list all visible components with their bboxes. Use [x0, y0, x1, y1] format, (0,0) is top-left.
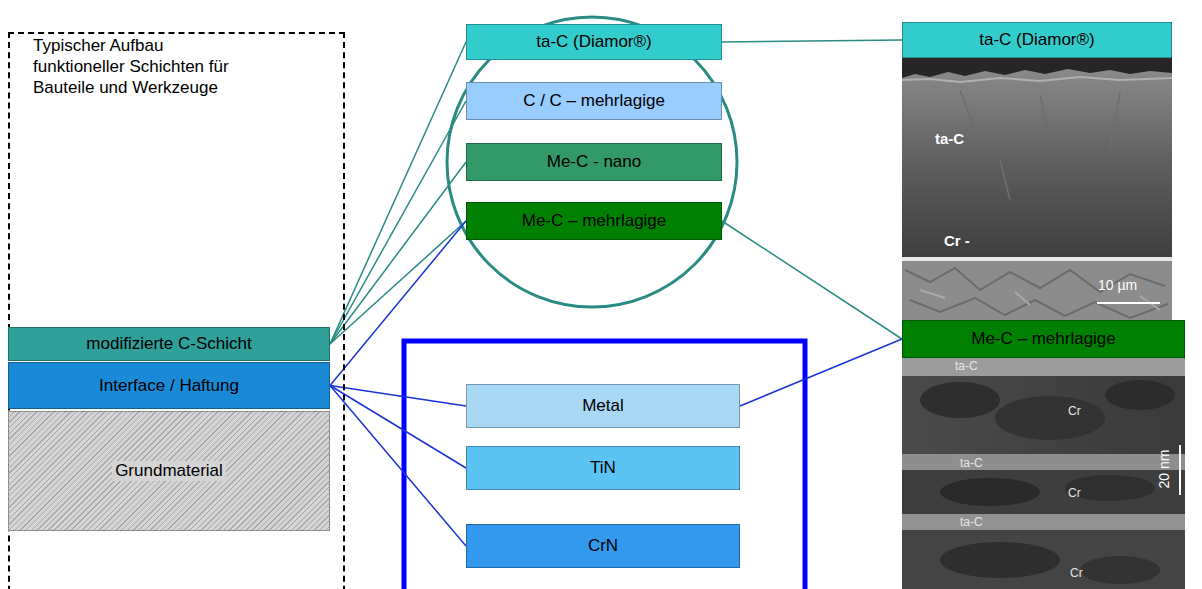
- layer-label: ta-C: [960, 515, 983, 529]
- sem-image: [902, 58, 1172, 322]
- layer-box: C / C – mehrlagige: [466, 82, 722, 120]
- layer-label: ta-C: [960, 456, 983, 470]
- node-text: Grundmaterial: [112, 461, 226, 481]
- layer-band: Interface / Haftung: [8, 362, 330, 409]
- node-text: C / C – mehrlagige: [523, 91, 665, 111]
- image-title-box: Me-C – mehrlagige: [902, 320, 1185, 358]
- layer-box: Metal: [466, 384, 740, 428]
- scale-bar: [1097, 302, 1160, 304]
- node-text: ta-C (Diamor®): [536, 32, 651, 52]
- scale-label: 10 µm: [1098, 277, 1137, 293]
- connector-line: [740, 339, 902, 406]
- layer-box: CrN: [466, 524, 740, 568]
- layer-label: Cr: [1070, 566, 1083, 580]
- layer-band: Grundmaterial: [8, 411, 330, 531]
- scale-bar: [1179, 445, 1181, 495]
- layer-label: Cr: [1068, 486, 1081, 500]
- node-text: CrN: [588, 536, 618, 556]
- scale-label: 20 nm: [1156, 450, 1172, 489]
- structure-frame: Typischer Aufbau funktioneller Schichten…: [8, 32, 345, 589]
- node-text: TiN: [590, 458, 616, 478]
- node-text: modifizierte C-Schicht: [86, 334, 251, 354]
- image-title-box: ta-C (Diamor®): [902, 22, 1172, 58]
- tem-image: [902, 358, 1185, 589]
- group-circle: [447, 17, 737, 307]
- node-text: Me-C - nano: [547, 152, 641, 172]
- connector-line: [330, 42, 466, 344]
- layer-label: ta-C: [955, 359, 978, 373]
- layer-label: ta-C: [935, 130, 964, 147]
- node-text: ta-C (Diamor®): [979, 30, 1094, 50]
- node-text: Typischer Aufbau funktioneller Schichten…: [33, 35, 248, 98]
- layer-box: ta-C (Diamor®): [466, 24, 722, 60]
- group-frame: [404, 341, 805, 589]
- connector-line: [330, 386, 466, 469]
- connector-line: [722, 40, 902, 42]
- layer-box: TiN: [466, 446, 740, 490]
- connector-line: [722, 221, 902, 339]
- layer-band: modifizierte C-Schicht: [8, 327, 330, 361]
- connector-line: [330, 221, 466, 386]
- layer-box: Me-C – mehrlagige: [466, 202, 722, 240]
- connector-line: [330, 386, 466, 547]
- layer-label: Cr: [1068, 404, 1081, 418]
- node-text: Me-C – mehrlagige: [522, 211, 667, 231]
- connector-line: [330, 386, 466, 407]
- node-text: Me-C – mehrlagige: [971, 329, 1116, 349]
- node-text: Metal: [582, 396, 624, 416]
- connector-line: [330, 162, 466, 344]
- connector-line: [330, 221, 466, 344]
- connector-line: [330, 101, 466, 344]
- layer-label: Cr -: [944, 232, 970, 249]
- layer-box: Me-C - nano: [466, 143, 722, 181]
- node-text: Interface / Haftung: [99, 376, 239, 396]
